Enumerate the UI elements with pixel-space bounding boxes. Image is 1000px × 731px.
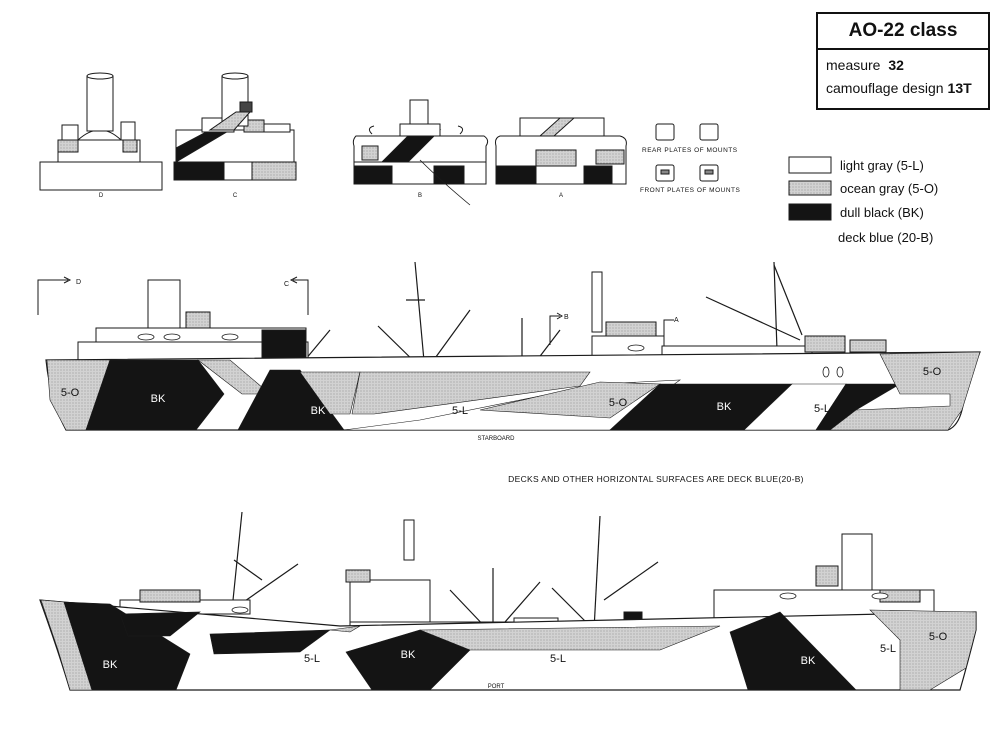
port-profile: BK 5-L BK 5-L BK 5-L 5-O PORT	[39, 511, 977, 691]
starboard-patch-bk-1: BK	[151, 393, 166, 405]
measure-label: measure	[826, 57, 881, 73]
section-markers-starboard	[37, 276, 674, 345]
mount-plates	[655, 123, 719, 182]
starboard-patch-bk-3: BK	[717, 401, 732, 413]
section-label-c: C	[233, 193, 238, 199]
design-label: camouflage design	[826, 80, 944, 96]
marker-d: D	[76, 279, 81, 286]
port-view-label: PORT	[488, 684, 505, 690]
class-title: AO-22 class	[818, 14, 988, 50]
starboard-patch-5o-bow: 5-O	[61, 387, 80, 399]
measure-row: measure 32	[818, 57, 988, 73]
legend-swatch-light-gray	[788, 156, 832, 174]
legend-label-dull-black: dull black (BK)	[840, 205, 924, 220]
starboard-patch-5l-1: 5-L	[452, 405, 468, 417]
rear-plates-label: REAR PLATES OF MOUNTS	[642, 147, 738, 154]
rear-plate-right	[699, 123, 719, 141]
front-plates-label: FRONT PLATES OF MOUNTS	[640, 187, 740, 194]
section-a	[495, 117, 627, 185]
legend: light gray (5-L) ocean gray (5-O) dull b…	[788, 156, 938, 245]
starboard-patch-5o-mid: 5-O	[609, 397, 628, 409]
legend-label-deck-blue: deck blue (20-B)	[838, 230, 933, 245]
section-label-a: A	[559, 193, 563, 199]
title-box: AO-22 class measure 32 camouflage design…	[816, 12, 990, 110]
section-b	[352, 99, 489, 206]
starboard-profile: D C B A	[37, 261, 981, 442]
deck-note: DECKS AND OTHER HORIZONTAL SURFACES ARE …	[508, 474, 804, 484]
legend-label-light-gray: light gray (5-L)	[840, 158, 924, 173]
marker-b: B	[564, 314, 569, 321]
marker-a: A	[674, 317, 679, 324]
section-label-d: D	[99, 193, 104, 199]
legend-label-ocean-gray: ocean gray (5-O)	[840, 181, 938, 196]
legend-swatch-dull-black	[788, 203, 832, 221]
section-d	[39, 72, 163, 191]
port-patch-5l-3: 5-L	[880, 643, 896, 655]
section-label-b: B	[418, 193, 422, 199]
measure-value: 32	[888, 57, 904, 73]
starboard-patch-bk-2: BK	[311, 405, 326, 417]
starboard-patch-5o-stern: 5-O	[923, 366, 942, 378]
port-patch-5l-2: 5-L	[550, 653, 566, 665]
section-c	[173, 72, 297, 181]
legend-swatch-ocean-gray	[788, 180, 832, 196]
port-patch-5l-1: 5-L	[304, 653, 320, 665]
design-value: 13T	[947, 80, 972, 96]
starboard-view-label: STARBOARD	[478, 436, 516, 442]
marker-c: C	[284, 281, 289, 288]
rear-plate-left	[655, 123, 675, 141]
port-patch-bk-mid: BK	[401, 649, 416, 661]
starboard-patch-5l-2: 5-L	[814, 403, 830, 415]
port-patch-bk-bow: BK	[103, 659, 118, 671]
section-labels: D C B A	[99, 193, 563, 199]
port-patch-bk-stern: BK	[801, 655, 816, 667]
port-patch-5o-stern: 5-O	[929, 631, 948, 643]
